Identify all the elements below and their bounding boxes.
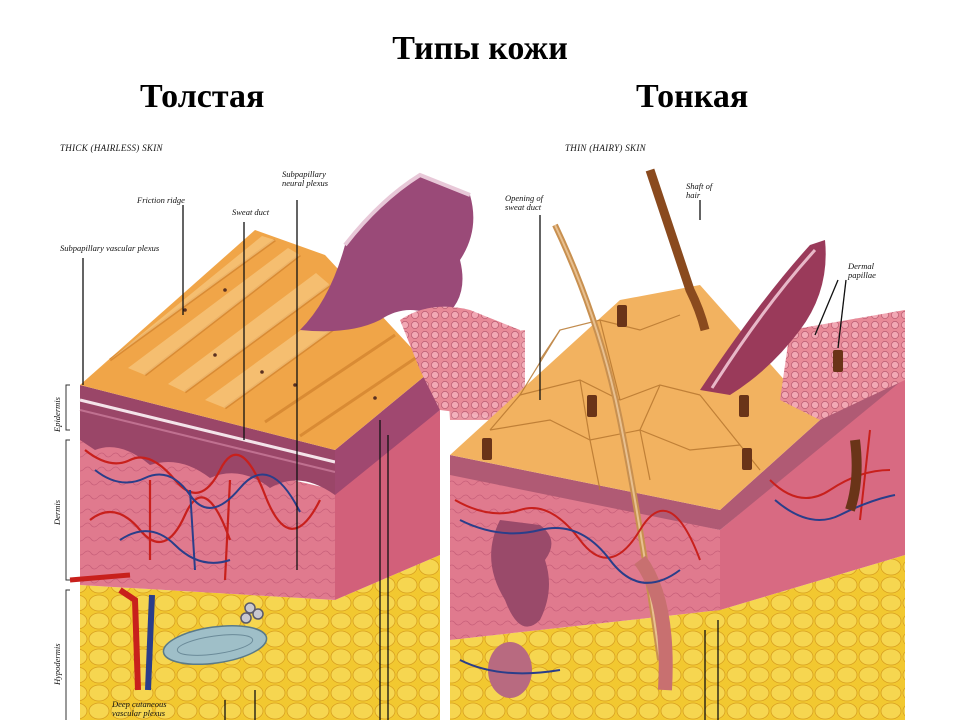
thin-skin-block (450, 168, 905, 720)
thick-panel-caption: THICK (HAIRLESS) SKIN (60, 143, 163, 153)
label-dermal-papillae: Dermal papillae (848, 261, 876, 280)
hair-stubs (482, 305, 843, 470)
label-sweat-duct: Sweat duct (232, 207, 270, 217)
thick-leader-lines (82, 200, 389, 720)
thin-leader-lines (539, 200, 847, 720)
label-deep-cutaneous-plexus: Deep cutaneous vascular plexus (112, 699, 167, 718)
label-epidermis: Epidermis (52, 397, 62, 432)
thick-dermis-front (80, 430, 335, 600)
label-subpapillary-neural-plexus: Subpapillary neural plexus (282, 169, 329, 188)
thin-skin-heading: Тонкая (636, 78, 749, 115)
page-title: Типы кожи (392, 30, 568, 67)
thin-dermis-side (720, 375, 905, 610)
label-opening-of-sweat-duct: Opening of sweat duct (505, 193, 544, 212)
hair-shaft-main (645, 168, 710, 332)
label-dermis: Dermis (52, 499, 62, 525)
label-hypodermis: Hypodermis (52, 643, 62, 685)
label-friction-ridge: Friction ridge (137, 195, 185, 205)
thin-surface-top (450, 285, 820, 510)
thick-skin-heading: Толстая (140, 78, 265, 115)
thick-peeled-flap (300, 175, 474, 332)
thin-panel-caption: THIN (HAIRY) SKIN (565, 143, 646, 153)
label-subpapillary-vascular-plexus: Subpapillary vascular plexus (60, 243, 160, 253)
sebaceous-gland (491, 520, 552, 627)
label-shaft-of-hair: Shaft of hair (686, 181, 713, 200)
